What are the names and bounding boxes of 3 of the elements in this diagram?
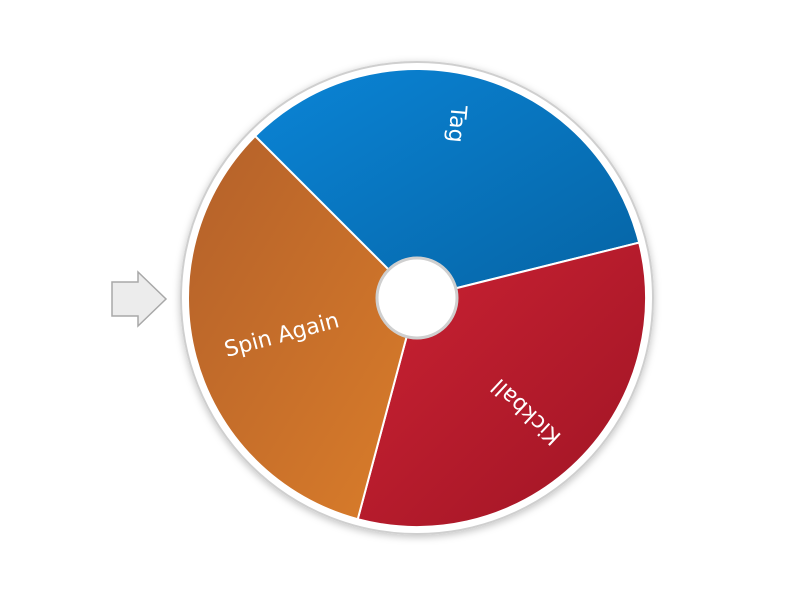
slice-label: Spin Again <box>222 308 342 363</box>
wheel-hub <box>376 256 458 340</box>
slice-label: Tag <box>442 104 471 144</box>
